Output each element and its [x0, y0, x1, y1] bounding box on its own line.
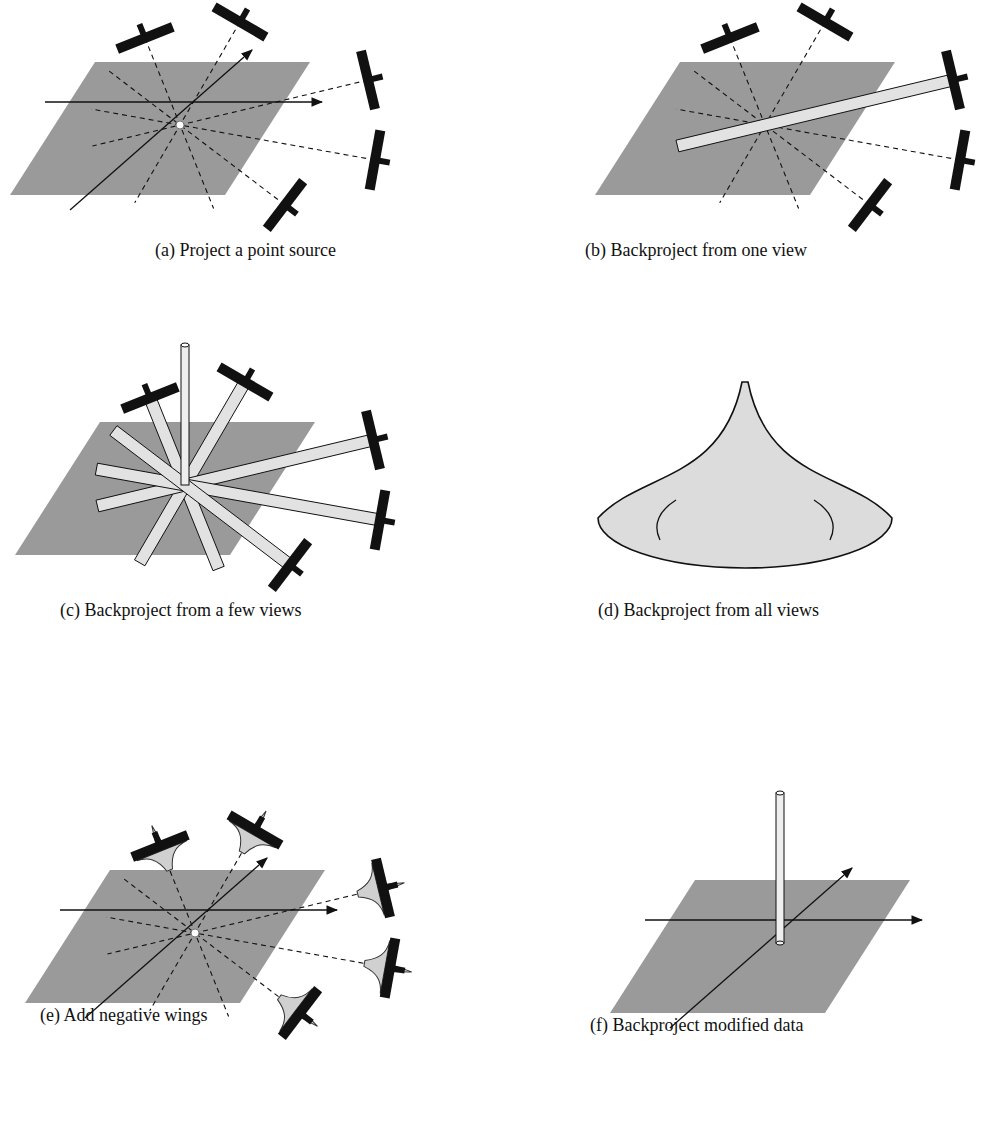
- detectors: [112, 0, 396, 238]
- axes: [60, 858, 337, 1018]
- spike-top: [776, 791, 784, 795]
- spike-base: [776, 941, 784, 945]
- peak-spike: [181, 345, 189, 485]
- caption: (a) Project a point source: [155, 240, 336, 262]
- projection-rays: [91, 22, 375, 209]
- point-source: [176, 121, 184, 129]
- shading-line: [814, 500, 833, 540]
- caption: (f) Backproject modified data: [590, 1015, 803, 1037]
- reconstructed-spike: [776, 793, 784, 943]
- point-source: [191, 929, 199, 937]
- caption: (d) Backproject from all views: [598, 600, 819, 622]
- panel-b: [595, 0, 980, 238]
- detectors: [117, 354, 401, 598]
- projection-rays: [676, 22, 960, 209]
- image-plane: [610, 880, 910, 1013]
- panel-d: [598, 382, 892, 568]
- caption: (b) Backproject from one view: [585, 240, 807, 262]
- backprojection-beam: [676, 74, 954, 152]
- panel-e: [25, 796, 417, 1050]
- detectors: [697, 0, 981, 238]
- panel-f: [610, 791, 922, 1028]
- axes: [45, 50, 322, 210]
- image-plane: [10, 62, 310, 195]
- image-plane: [25, 870, 325, 1003]
- panel-a: [10, 0, 395, 238]
- panel-c: [15, 343, 400, 598]
- blurred-profile: [598, 382, 892, 568]
- shading-line: [657, 500, 676, 540]
- caption: (e) Add negative wings: [40, 1005, 207, 1027]
- spike-top: [181, 343, 189, 347]
- caption: (c) Backproject from a few views: [60, 600, 301, 622]
